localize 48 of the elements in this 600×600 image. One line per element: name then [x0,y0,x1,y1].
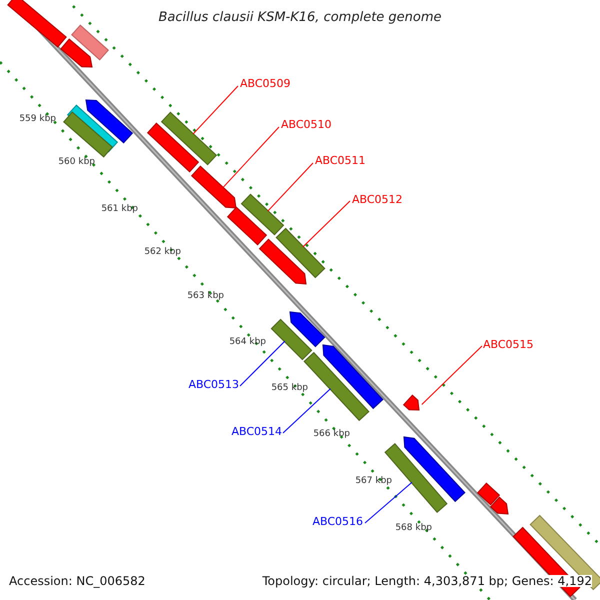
gene-feature [322,344,384,410]
gene-feature [190,166,237,209]
leader-line [192,86,238,135]
leader-line [421,346,482,405]
leader-line [240,340,286,386]
leader-line [364,482,412,524]
gene-feature [7,0,67,48]
gene-feature [402,394,420,411]
gene-feature [226,206,268,246]
leader-line [282,388,331,434]
leader-line [302,200,350,248]
gene-feature [63,111,113,158]
scale-label: 565 kbp [271,384,308,393]
gene-label: ABC0509 [240,78,291,89]
gene-feature [240,194,284,236]
gene-feature [403,436,466,502]
gene-feature [160,112,218,166]
scale-label: 568 kbp [395,524,432,533]
gene-feature [276,228,326,278]
gene-label: ABC0516 [312,516,363,527]
gene-label: ABC0513 [188,379,239,390]
leader-line [222,126,280,188]
gene-label: ABC0510 [281,119,332,130]
gene-label: ABC0511 [315,155,366,166]
scale-label: 564 kbp [229,338,266,347]
leader-line [267,162,314,212]
gene-feature [60,38,93,68]
scale-label: 561 kbp [101,205,138,214]
gene-feature [71,24,109,60]
gene-feature [146,122,200,172]
gene-label: ABC0515 [483,339,534,350]
gene-feature [490,496,509,515]
gene-feature [85,99,134,144]
scale-label: 559 kbp [19,115,56,124]
gene-feature [289,311,326,348]
gene-feature [476,482,500,506]
gene-feature [270,318,312,360]
gene-label: ABC0512 [352,194,403,205]
scale-label: 562 kbp [144,248,181,257]
scale-label: 567 kbp [355,477,392,486]
gene-label: ABC0514 [231,426,282,437]
gene-feature [258,238,307,285]
diagram-title: Bacillus clausii KSM-K16, complete genome [157,11,443,24]
scale-label: 566 kbp [313,430,350,439]
scale-label: 560 kbp [58,158,95,167]
accession-text: Accession: NC_006582 [9,575,146,587]
scale-label: 563 kbp [187,292,224,301]
genome-summary: Topology: circular; Length: 4,303,871 bp; Genes: 4,192 [262,575,592,587]
